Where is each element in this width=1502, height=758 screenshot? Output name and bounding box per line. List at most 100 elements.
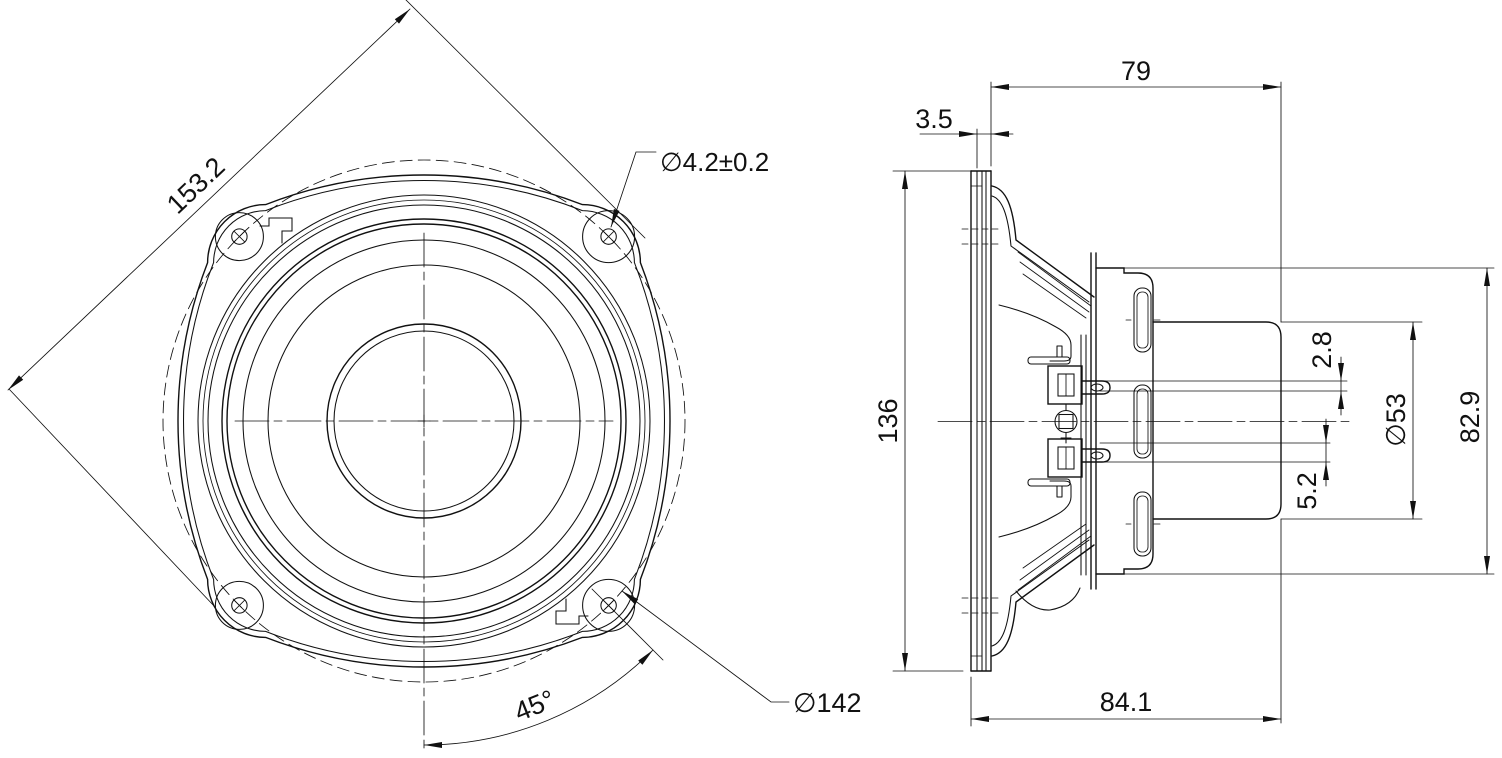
terminal-block-top	[1047, 365, 1083, 405]
dim-diagonal-line	[7, 8, 411, 391]
angle-arc	[423, 649, 654, 746]
cone-section-top	[998, 304, 1072, 362]
arrowhead	[971, 716, 989, 722]
dim-bolt-circle: ∅142	[621, 590, 862, 718]
mounting-hole-nw	[231, 228, 248, 245]
arrowhead	[1323, 462, 1329, 480]
arrowhead	[622, 591, 639, 605]
dim-vent-large: 5.2	[1292, 418, 1329, 510]
mounting-hole-leader	[610, 151, 657, 228]
front-centerlines	[234, 232, 614, 749]
tab-mark-nw	[259, 217, 293, 244]
mounting-boss-se	[582, 578, 636, 632]
dim-mounting-hole-label: ∅4.2±0.2	[660, 147, 769, 177]
dim-vent-small: 2.8	[1307, 331, 1344, 416]
dim-841-label: 84.1	[1100, 687, 1153, 717]
basket-rear-wall	[1090, 252, 1097, 590]
mounting-boss-sw	[214, 580, 264, 630]
dim-28-label: 2.8	[1307, 331, 1337, 369]
arrowhead	[1484, 268, 1490, 286]
rear-ring	[1095, 267, 1161, 575]
basket-wall-bottom-inner	[991, 539, 1090, 647]
rear-ring-outline	[1095, 267, 1154, 575]
basket-spokes-top	[1017, 251, 1092, 319]
arrowhead	[959, 131, 977, 137]
mounting-hole-se	[600, 597, 617, 614]
basket-leg-relief	[1015, 587, 1081, 611]
arrowhead	[1484, 556, 1490, 574]
dim-bolt-circle-label: ∅142	[793, 688, 862, 718]
basket	[991, 185, 1097, 657]
dim-frame-height: 136	[873, 170, 976, 672]
basket-wall-bottom-outer	[991, 544, 1095, 657]
terminal-plate	[1080, 334, 1087, 576]
tab-mark-se	[555, 598, 589, 625]
cone-section-bottom	[998, 480, 1072, 538]
arrowhead	[1338, 391, 1344, 409]
terminals	[1027, 345, 1111, 498]
dim-rear-diameter: 82.9	[1095, 267, 1495, 575]
bolt-circle-dashed	[162, 159, 686, 683]
tinsel-wire-bottom	[1027, 478, 1071, 487]
dim-79-label: 79	[1121, 56, 1151, 86]
mounting-boss-nw	[214, 212, 264, 262]
arrowhead	[8, 375, 24, 390]
frame-tab-marks	[259, 217, 589, 625]
arrowhead	[424, 742, 442, 748]
side-view: 79 3.5 136 84.1	[873, 56, 1495, 727]
dim-magnet-diameter: ∅53	[1280, 321, 1423, 520]
basket-wall-top-outer	[991, 185, 1095, 298]
arrowhead	[991, 84, 1009, 90]
arrowhead	[1263, 84, 1281, 90]
dim-diagonal-ext-ne	[405, 0, 646, 239]
dim-52-label: 5.2	[1292, 472, 1322, 510]
terminal-lug-bottom	[1081, 448, 1111, 463]
arrowhead	[1323, 425, 1329, 443]
dim-diagonal-label: 153.2	[161, 151, 231, 219]
dim-35-label: 3.5	[915, 104, 953, 134]
dim-829-label: 82.9	[1455, 391, 1485, 444]
dim-hole-angle-label: 45°	[510, 684, 559, 727]
magnet-detail-lines	[1099, 380, 1348, 463]
mounting-boss-ne	[582, 210, 636, 264]
mounting-flange	[961, 170, 1001, 672]
rear-vent-bottom	[1133, 491, 1152, 557]
dim-diagonal: 153.2	[7, 0, 646, 608]
frame-outer-edge	[177, 174, 671, 668]
hidden-hole-top	[961, 228, 1001, 245]
dim-136-label: 136	[873, 398, 903, 443]
tinsel-wire-top	[1027, 356, 1071, 365]
front-view: 153.2 ∅4.2±0.2 ∅142 45°	[7, 0, 862, 749]
arrowhead	[638, 650, 653, 665]
mounting-hole-sw	[231, 597, 248, 614]
angle-radial-line	[591, 588, 664, 661]
arrowhead	[611, 209, 620, 227]
arrowhead	[1263, 716, 1281, 722]
arrowhead	[991, 131, 1009, 137]
dim-53-label: ∅53	[1381, 393, 1411, 447]
dim-diagonal-ext-sw	[8, 388, 216, 608]
hidden-hole-bottom	[961, 597, 1001, 614]
arrowhead	[1410, 322, 1416, 340]
dim-total-depth: 84.1	[970, 676, 1282, 727]
arrowhead	[902, 171, 908, 189]
polarity-plus-mark	[1060, 432, 1072, 444]
arrowhead	[1338, 363, 1344, 381]
dim-mounting-hole: ∅4.2±0.2	[610, 147, 769, 228]
arrowhead	[902, 653, 908, 671]
mounting-holes	[214, 210, 636, 632]
basket-wall-top-inner	[991, 195, 1090, 303]
dim-depth-behind-flange: 79	[990, 56, 1282, 724]
dim-flange-thickness: 3.5	[915, 104, 1014, 169]
terminal-lug-top	[1081, 380, 1111, 395]
arrowhead	[1410, 501, 1416, 519]
bolt-circle-leader	[621, 590, 790, 703]
magnet-outline	[1152, 321, 1282, 520]
frame-rim-circle-1	[197, 194, 651, 648]
terminal-block-bottom	[1047, 438, 1083, 478]
basket-spokes-bottom	[1017, 523, 1092, 591]
rear-vent-top	[1133, 287, 1152, 353]
mounting-hole-ne	[600, 228, 617, 245]
